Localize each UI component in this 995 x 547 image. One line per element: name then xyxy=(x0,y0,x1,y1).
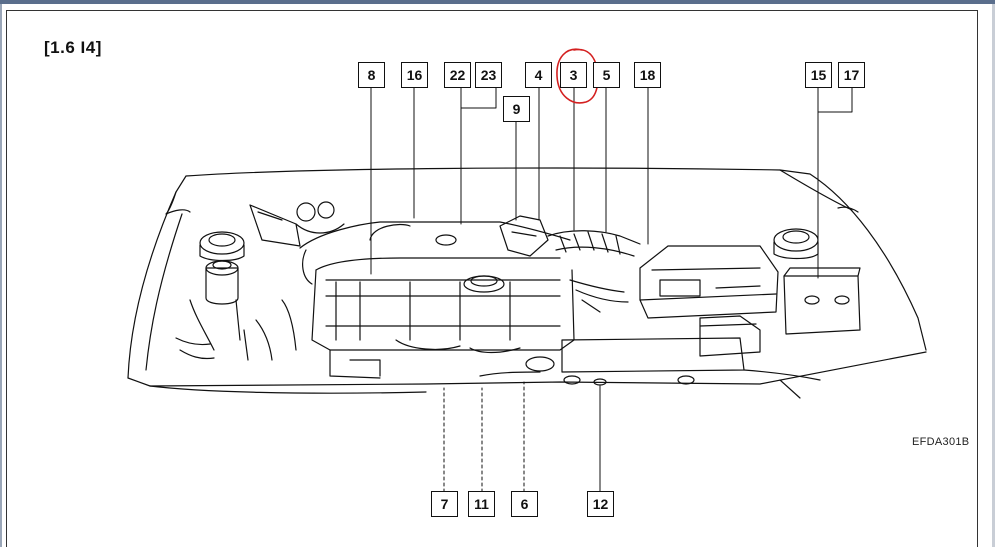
callout-3: 3 xyxy=(560,62,587,88)
window-left-edge xyxy=(0,4,2,547)
right-strut-tower xyxy=(773,228,819,260)
engine-variant-title: [1.6 I4] xyxy=(44,38,102,57)
window-scrollbar-edge[interactable] xyxy=(992,4,995,547)
callout-4: 4 xyxy=(525,62,552,88)
callout-18: 18 xyxy=(634,62,661,88)
callout-16: 16 xyxy=(401,62,428,88)
callout-12: 12 xyxy=(587,491,614,517)
callout-8: 8 xyxy=(358,62,385,88)
callout-11: 11 xyxy=(468,491,495,517)
callout-7: 7 xyxy=(431,491,458,517)
figure-code: EFDA301B xyxy=(912,436,970,448)
highlight-circle-3 xyxy=(556,48,599,104)
callout-9: 9 xyxy=(503,96,530,122)
callout-17: 17 xyxy=(838,62,865,88)
callout-23: 23 xyxy=(475,62,502,88)
radiator-support xyxy=(561,337,821,399)
callout-6: 6 xyxy=(511,491,538,517)
leader-lines xyxy=(370,87,853,493)
body-outline xyxy=(127,167,927,394)
left-reservoirs xyxy=(175,201,345,361)
window-top-bar xyxy=(0,0,995,4)
air-cleaner-box xyxy=(639,245,779,319)
callout-15: 15 xyxy=(805,62,832,88)
battery-and-fuse-box xyxy=(699,267,861,357)
page-frame xyxy=(6,10,978,547)
engine-block xyxy=(299,221,575,379)
callout-5: 5 xyxy=(593,62,620,88)
callout-22: 22 xyxy=(444,62,471,88)
intake-assembly xyxy=(499,215,641,313)
